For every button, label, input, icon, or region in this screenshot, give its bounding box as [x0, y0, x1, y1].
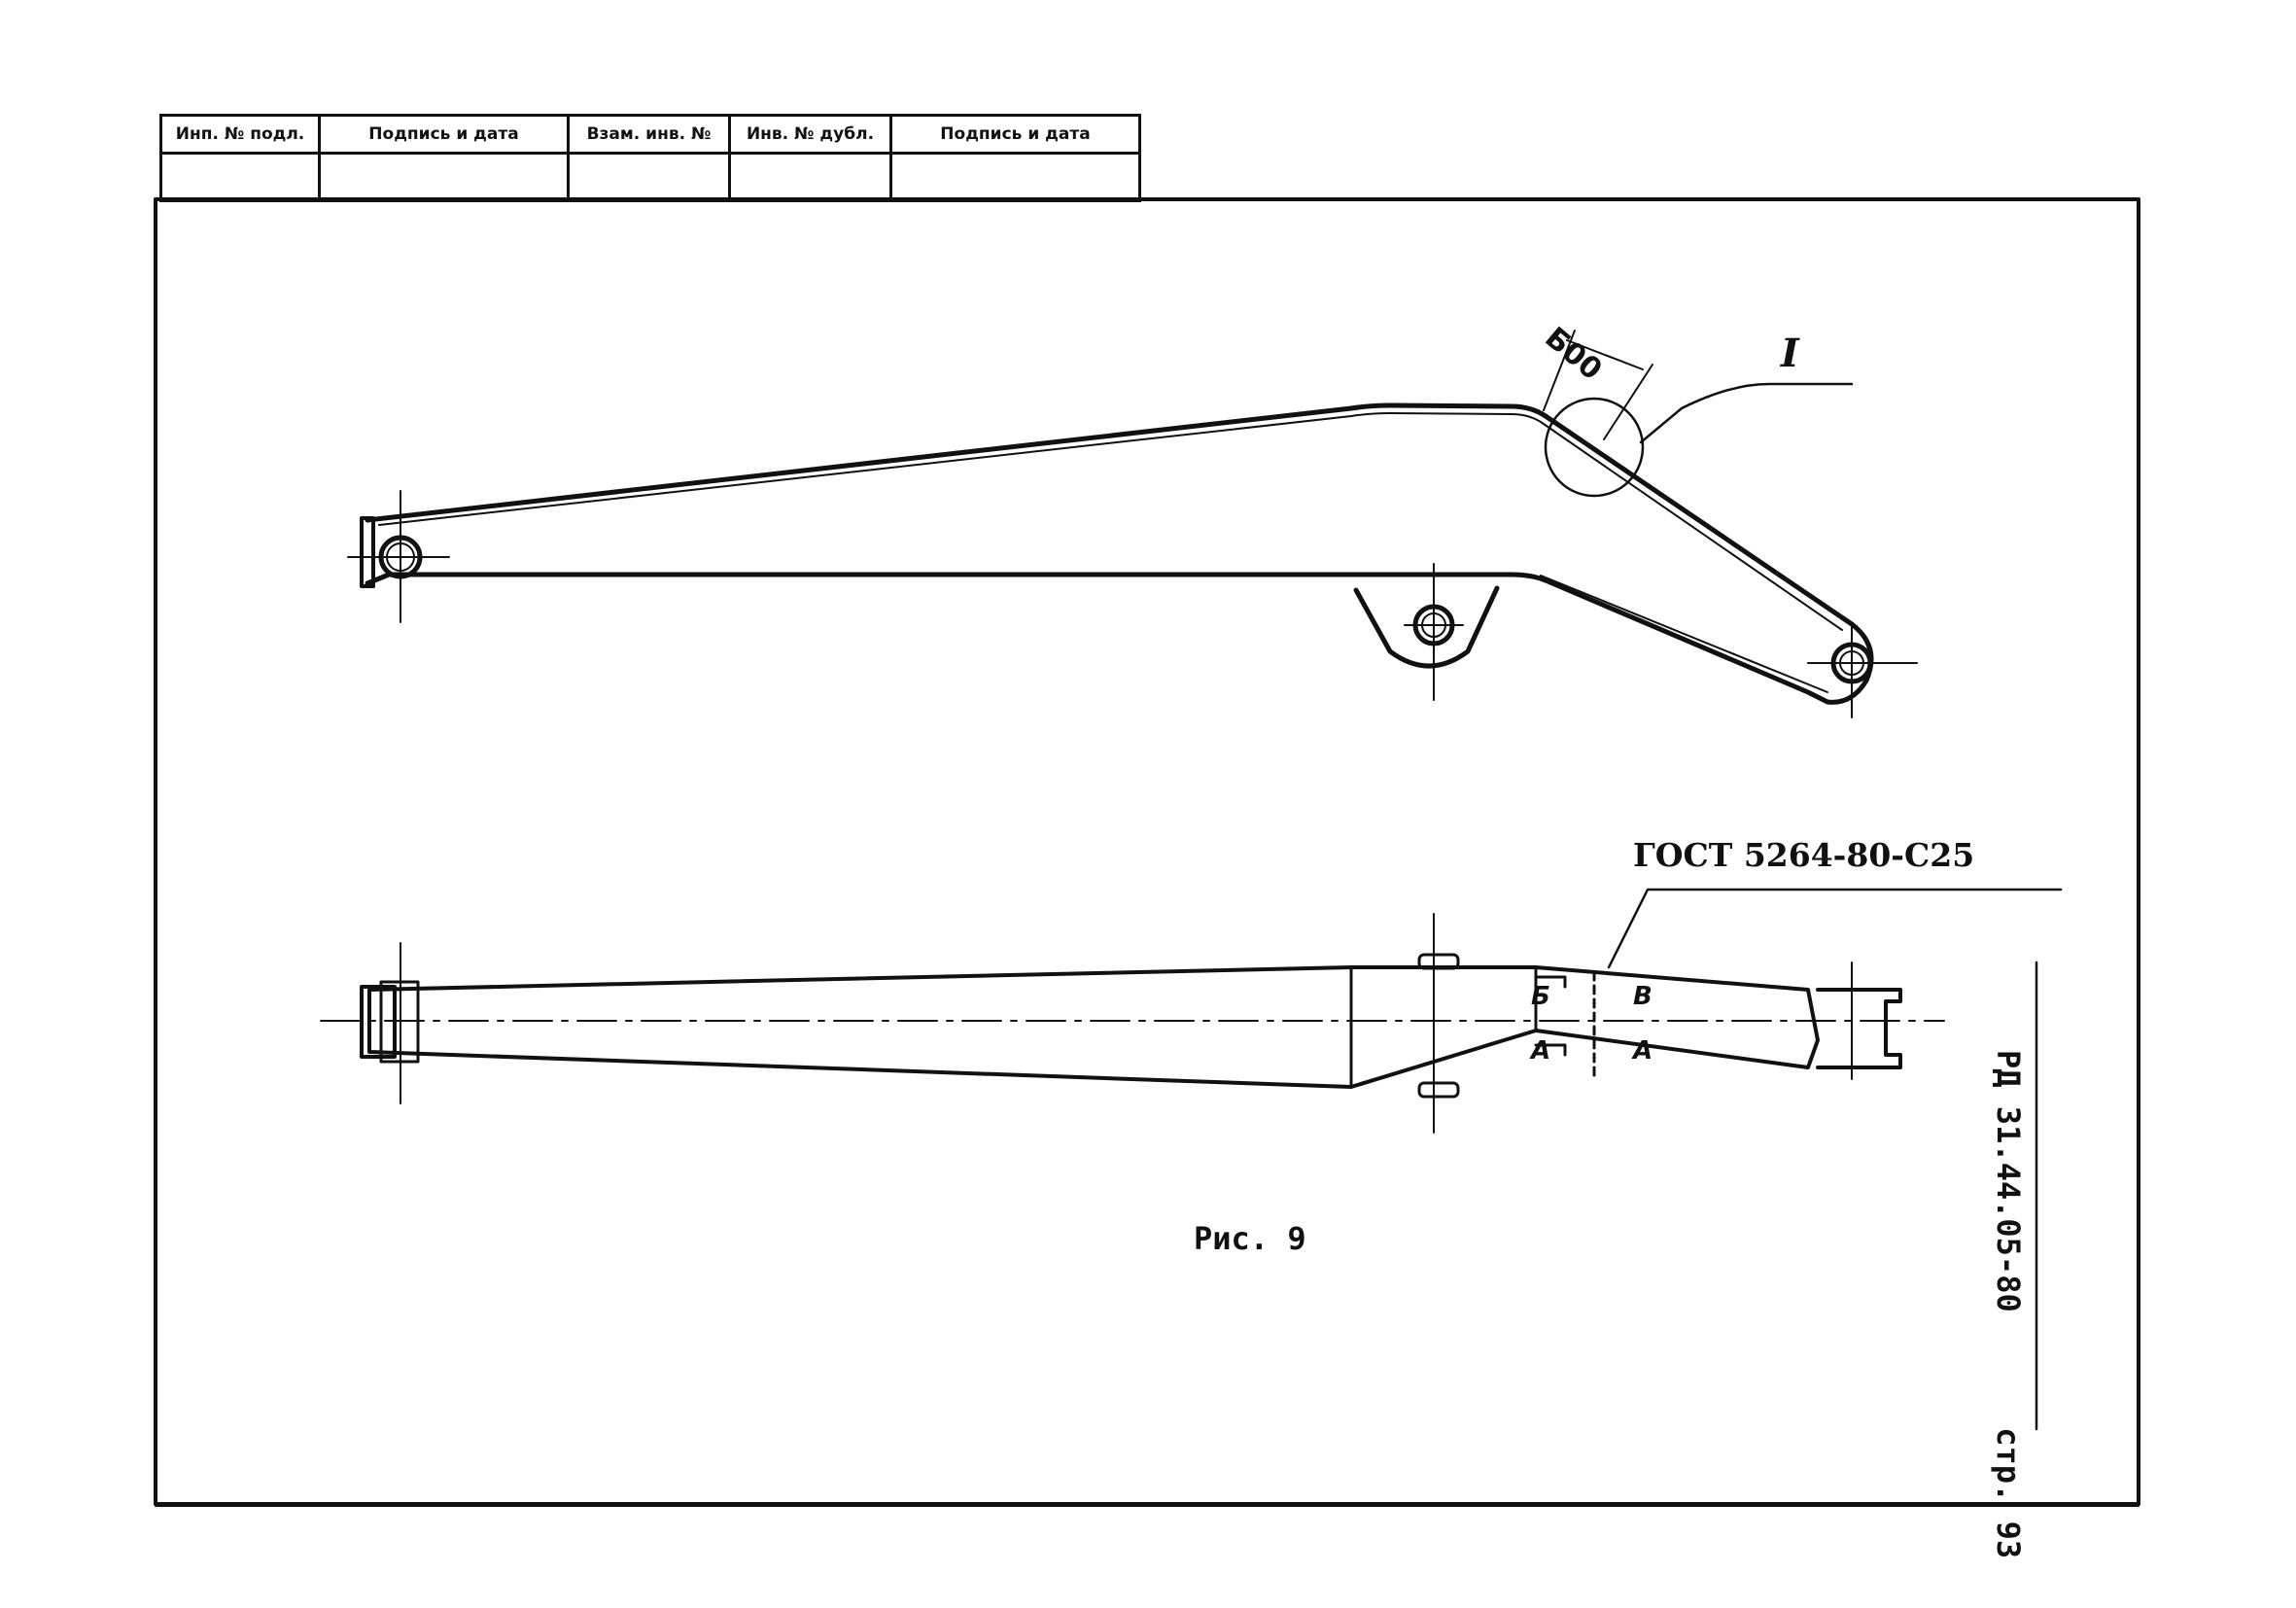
stamp-header-replaced-inv: Взам. инв. №: [567, 114, 731, 155]
stamp-header-dup-inv: Инв. № дубл.: [728, 114, 892, 155]
detail-callout-label: I: [1781, 331, 1799, 376]
stamp-value-dup-inv: [728, 152, 892, 202]
figure-caption: Рис. 9: [1194, 1220, 1306, 1257]
section-mark-a-right: А: [1633, 1036, 1653, 1066]
sheet-frame: [154, 197, 2140, 1506]
section-mark-a-left: А: [1531, 1036, 1551, 1066]
weld-standard-note: ГОСТ 5264-80-С25: [1633, 836, 1975, 874]
approval-stamp-table: Инп. № подл. Подпись и дата Взам. инв. №…: [159, 114, 1141, 202]
stamp-value-inv-orig: [159, 152, 321, 202]
section-mark-b: Б: [1531, 982, 1550, 1011]
section-mark-v: В: [1633, 982, 1652, 1011]
side-view-boom: [347, 330, 1918, 718]
stamp-header-signature-date: Подпись и дата: [318, 114, 570, 155]
page-number: стр. 93: [1990, 1427, 2027, 1559]
document-code: РД 31.44.05-80: [1990, 1050, 2027, 1312]
stamp-header-signature-date-2: Подпись и дата: [889, 114, 1141, 155]
stamp-header-inv-orig: Инп. № подл.: [159, 114, 321, 155]
stamp-value-signature-date: [318, 152, 570, 202]
plan-view-boom: [320, 888, 2063, 1134]
document-number: РД 31.44.05-80 стр. 93: [1990, 1050, 2027, 1558]
